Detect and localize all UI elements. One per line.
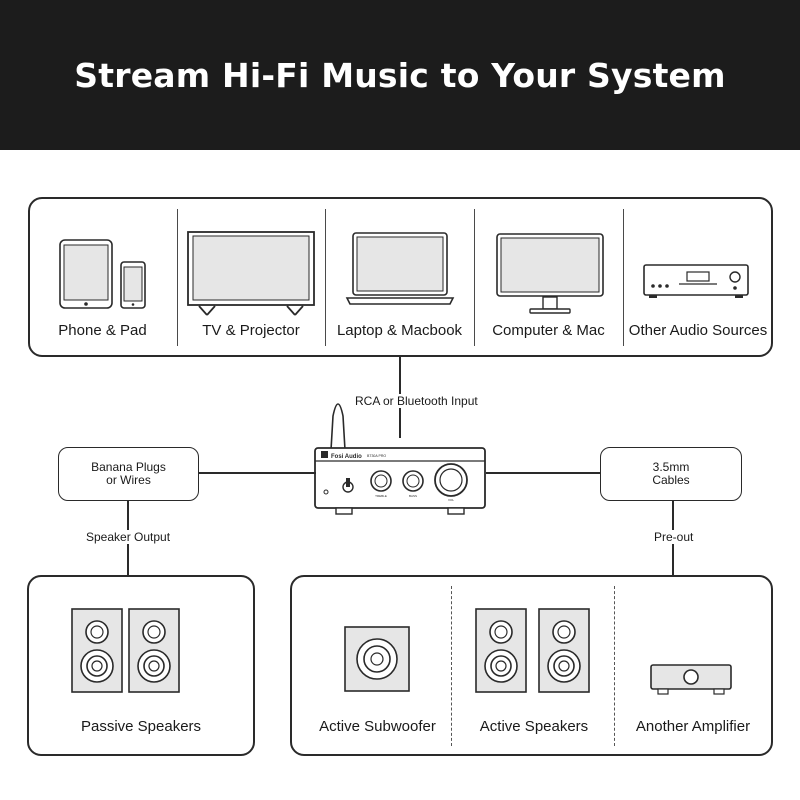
output-label: Active Subwoofer (319, 718, 436, 735)
source-label: Phone & Pad (58, 322, 147, 339)
amp-brand: Fosi Audio (331, 454, 362, 460)
amp-knob-label: BASS (409, 494, 417, 498)
divider (451, 586, 452, 746)
connector-line (199, 472, 316, 474)
output-label: Active Speakers (479, 718, 589, 735)
page-title: Stream Hi-Fi Music to Your System (74, 55, 726, 95)
divider (177, 209, 178, 346)
source-label: Computer & Mac (492, 322, 605, 339)
divider (325, 209, 326, 346)
active-speakers-icon (475, 608, 590, 693)
divider (614, 586, 615, 746)
audio-source-icon (643, 264, 749, 298)
connector-line (486, 472, 601, 474)
box-line: Banana Plugs (91, 460, 166, 474)
input-label: RCA or Bluetooth Input (352, 394, 481, 408)
tv-icon (187, 231, 315, 316)
amp-knob-label: VOL (448, 498, 454, 502)
amp-model: BT30A PRO (367, 454, 386, 458)
speaker-output-label: Speaker Output (83, 530, 174, 544)
amplifier-device: Fosi Audio BT30A PRO TREBLE BASS VOL (314, 403, 486, 515)
header-banner: Stream Hi-Fi Music to Your System (0, 0, 800, 150)
box-line: 3.5mm (652, 460, 690, 474)
source-label: Other Audio Sources (628, 322, 768, 339)
preout-label: Pre-out (651, 530, 697, 544)
box-line: Cables (652, 473, 690, 487)
output-label: Passive Speakers (80, 718, 202, 735)
phone-pad-icon (59, 239, 146, 309)
source-label: TV & Projector (202, 322, 300, 339)
monitor-icon (496, 233, 604, 314)
amp-knob-label: TREBLE (375, 494, 387, 498)
amplifier-icon (650, 664, 732, 695)
source-label: Laptop & Macbook (336, 322, 463, 339)
box-line: or Wires (106, 473, 151, 487)
laptop-icon (345, 232, 455, 305)
subwoofer-icon (344, 626, 410, 692)
output-label: Another Amplifier (635, 718, 751, 735)
divider (623, 209, 624, 346)
divider (474, 209, 475, 346)
passive-speakers-icon (71, 608, 180, 693)
